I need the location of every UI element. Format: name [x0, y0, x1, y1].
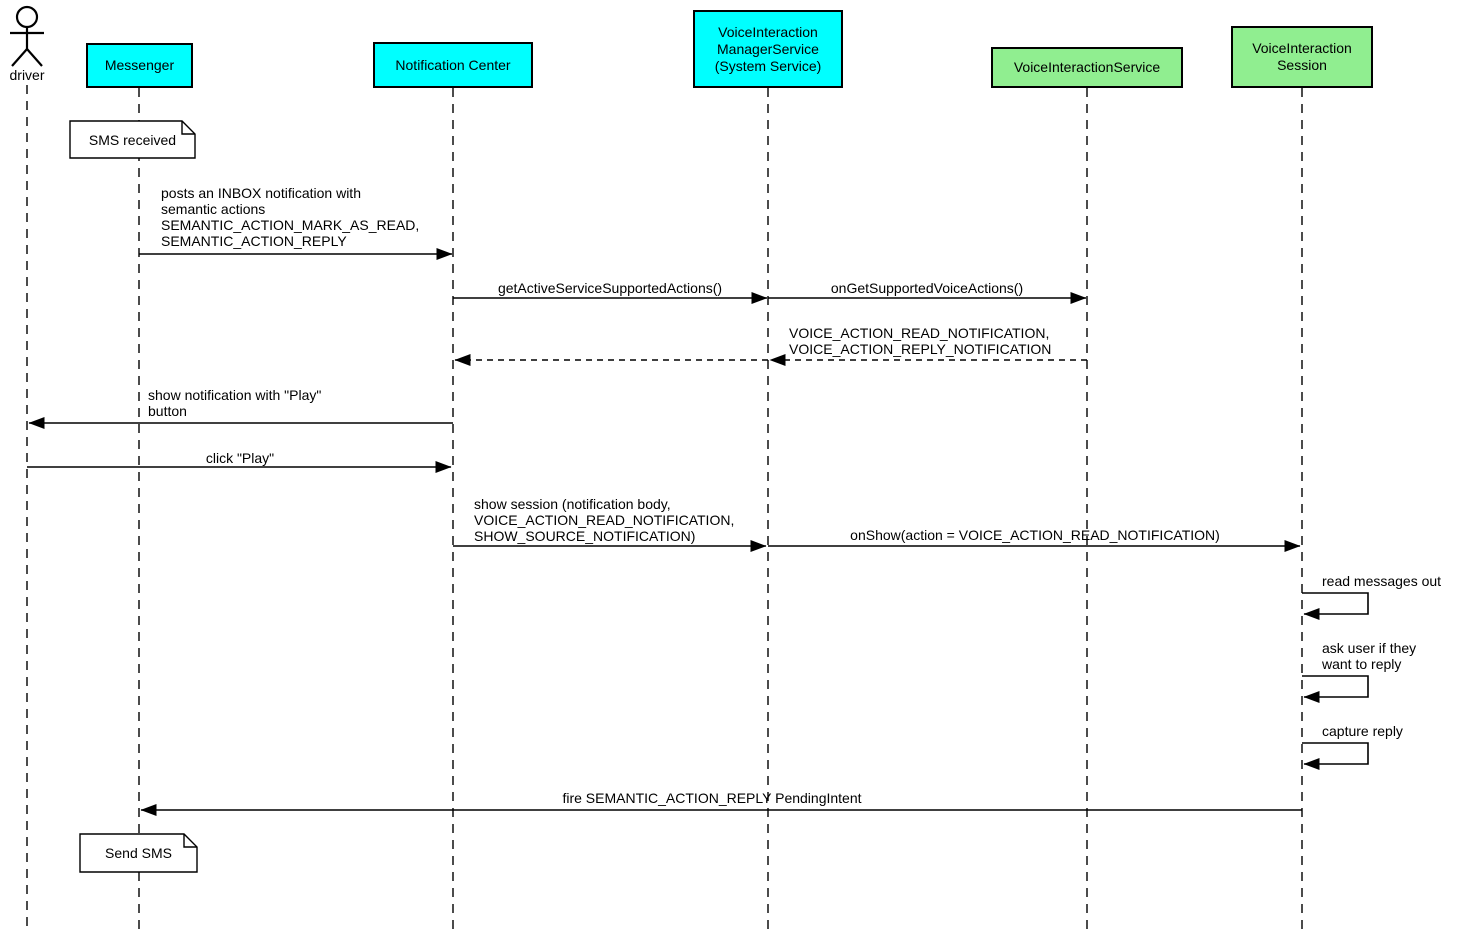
- actor-head: [15, 5, 39, 29]
- arrow-self-read-messages-out: [1302, 592, 1369, 620]
- message-label-get-active-service-supported-actions: getActiveServiceSupportedActions(): [497, 280, 723, 296]
- message-label-click-play: click "Play": [205, 450, 275, 466]
- note-sms-received: SMS received: [88, 131, 177, 148]
- note-sms-received-shape: [69, 120, 196, 159]
- note-send-sms-fold-icon: [183, 834, 197, 848]
- actor-right-leg: [26, 48, 43, 67]
- participant-voiceinteraction-managerservice: VoiceInteraction ManagerService (System …: [693, 10, 843, 88]
- arrow-self-ask-user-reply: [1302, 675, 1369, 703]
- message-label-show-notification-play: show notification with "Play" button: [148, 387, 322, 419]
- lifelines: [26, 85, 1303, 929]
- message-label-ask-user-reply: ask user if they want to reply: [1322, 640, 1417, 672]
- note-sms-received-fold-icon: [181, 121, 195, 135]
- participant-voiceinteraction-session: VoiceInteraction Session: [1231, 26, 1373, 88]
- participant-voiceinteractionservice: VoiceInteractionService: [991, 47, 1183, 88]
- actor-figure: [10, 5, 44, 67]
- message-label-fire-semantic-action-reply: fire SEMANTIC_ACTION_REPLY PendingIntent: [562, 790, 862, 806]
- arrow-self-capture-reply: [1302, 742, 1369, 770]
- message-label-show-session: show session (notification body, VOICE_A…: [474, 496, 735, 544]
- note-shapes: [69, 120, 198, 873]
- actor-left-leg: [11, 48, 28, 67]
- note-send-sms-shape: [79, 833, 198, 873]
- message-label-read-messages-out: read messages out: [1322, 573, 1442, 589]
- message-label-capture-reply: capture reply: [1322, 723, 1403, 739]
- participant-notification-center: Notification Center: [373, 42, 533, 88]
- message-label-on-show: onShow(action = VOICE_ACTION_READ_NOTIFI…: [850, 527, 1220, 543]
- actor-label-driver: driver: [9, 67, 45, 83]
- message-arrows: [27, 248, 1369, 816]
- message-label-return-voice-actions: VOICE_ACTION_READ_NOTIFICATION, VOICE_AC…: [789, 325, 1052, 357]
- participant-messenger: Messenger: [86, 43, 193, 88]
- message-label-on-get-supported-voice-actions: onGetSupportedVoiceActions(): [830, 280, 1024, 296]
- note-send-sms: Send SMS: [105, 845, 172, 861]
- message-label-posts-inbox-notification: posts an INBOX notification with semanti…: [161, 185, 420, 249]
